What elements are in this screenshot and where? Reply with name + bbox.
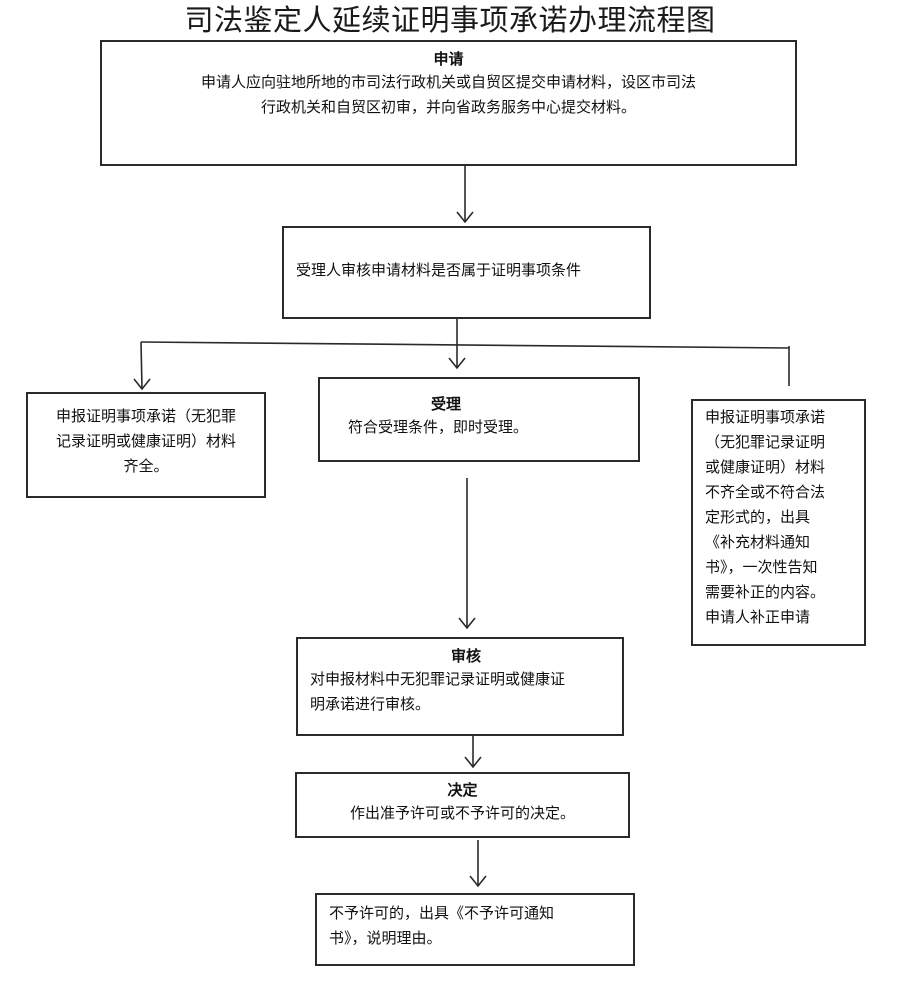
step-deny: 不予许可的，出具《不予许可通知 书》，说明理由。	[315, 893, 635, 966]
step-accept-heading: 受理	[431, 395, 462, 413]
step-review-heading: 审核	[450, 647, 481, 665]
arrow-branch-to-complete	[140, 341, 143, 390]
step-incomplete-text-line: 《补充材料通知	[705, 533, 811, 551]
step-accept: 受理 符合受理条件，即时受理。	[318, 377, 640, 462]
step-deny-text-line: 书》，说明理由。	[329, 929, 442, 947]
step-deny-text-line: 不予许可的，出具《不予许可通知	[329, 904, 555, 922]
step-review-text-line: 明承诺进行审核。	[310, 695, 431, 713]
step-complete-text-line: 齐全。	[123, 457, 169, 475]
step-incomplete-text-line: 申报证明事项承诺	[705, 408, 826, 426]
diagram-title: 司法鉴定人延续证明事项承诺办理流程图	[184, 3, 716, 37]
step-accept-text: 符合受理条件，即时受理。	[348, 418, 529, 436]
step-check: 受理人审核申请材料是否属于证明事项条件	[282, 226, 651, 319]
step-apply-heading: 申请	[433, 50, 464, 68]
arrowhead-decide-to-deny	[469, 875, 487, 888]
step-apply-text-line: 申请人应向驻地所地的市司法行政机关或自贸区提交申请材料，设区市司法	[200, 73, 696, 91]
arrowhead-apply-to-check	[456, 211, 474, 224]
step-incomplete-text-line: 不齐全或不符合法	[705, 483, 826, 501]
step-apply: 申请 申请人应向驻地所地的市司法行政机关或自贸区提交申请材料，设区市司法 行政机…	[100, 40, 797, 166]
arrowhead-review-to-decide	[464, 756, 482, 769]
step-incomplete-text-line: 申请人补正申请	[705, 608, 811, 626]
branch-line	[140, 341, 790, 349]
step-incomplete-text-line: （无犯罪记录证明	[705, 433, 826, 451]
step-review: 审核 对申报材料中无犯罪记录证明或健康证 明承诺进行审核。	[296, 637, 624, 736]
step-check-text: 受理人审核申请材料是否属于证明事项条件	[296, 261, 582, 279]
step-apply-text-line: 行政机关和自贸区初审，并向省政务服务中心提交材料。	[260, 98, 636, 116]
step-complete-text-line: 申报证明事项承诺（无犯罪	[55, 407, 236, 425]
step-complete-text-line: 记录证明或健康证明）材料	[55, 432, 236, 450]
step-decide: 决定 作出准予许可或不予许可的决定。	[295, 772, 630, 838]
arrowhead-branch-to-complete	[133, 378, 151, 391]
step-incomplete-text-line: 需要补正的内容。	[705, 583, 826, 601]
step-incomplete-text-line: 定形式的，出具	[705, 508, 811, 526]
step-decide-text: 作出准予许可或不予许可的决定。	[349, 804, 575, 822]
step-incomplete-text-line: 或健康证明）材料	[705, 458, 826, 476]
step-incomplete: 申报证明事项承诺 （无犯罪记录证明 或健康证明）材料 不齐全或不符合法 定形式的…	[691, 399, 866, 646]
arrowhead-accept-to-review	[458, 617, 476, 630]
step-review-text-line: 对申报材料中无犯罪记录证明或健康证	[310, 670, 566, 688]
step-incomplete-text-line: 书》，一次性告知	[705, 558, 818, 576]
arrowhead-check-to-accept	[448, 357, 466, 370]
step-complete: 申报证明事项承诺（无犯罪 记录证明或健康证明）材料 齐全。	[26, 392, 266, 498]
step-decide-heading: 决定	[447, 781, 478, 799]
